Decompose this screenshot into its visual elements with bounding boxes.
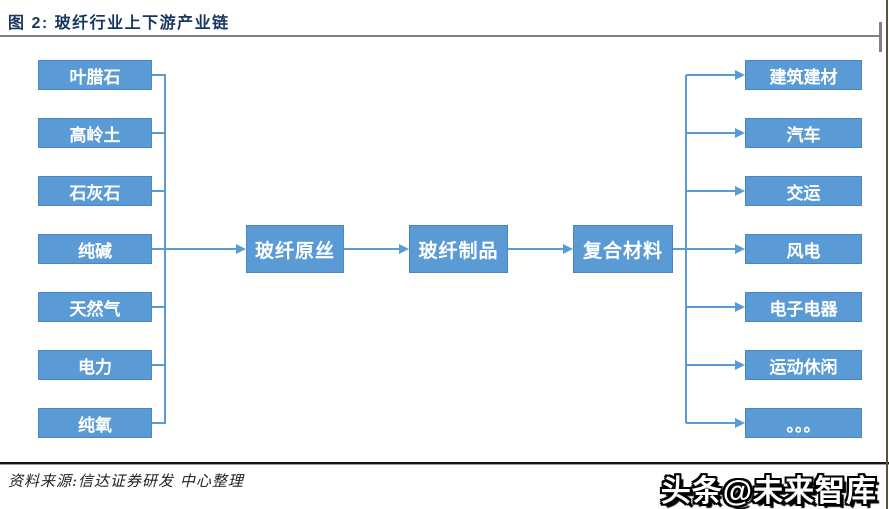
upstream-node: 石灰石 (38, 176, 152, 206)
upstream-node: 电力 (38, 350, 152, 380)
downstream-node: 风电 (745, 234, 862, 264)
upstream-node: 纯碱 (38, 234, 152, 264)
downstream-node: 电子电器 (745, 292, 862, 322)
downstream-node: 建筑建材 (745, 60, 862, 90)
downstream-node: 运动休闲 (745, 350, 862, 380)
chain-arrow-lines (165, 244, 687, 254)
downstream-node: 。。。 (745, 408, 862, 438)
arrowhead-icon (735, 186, 745, 196)
figure-title: 图 2: 玻纤行业上下游产业链 (8, 15, 230, 32)
arrowhead-icon (735, 70, 745, 80)
arrowhead-icon (735, 418, 745, 428)
upstream-node: 天然气 (38, 292, 152, 322)
chain-node: 玻纤原丝 (246, 225, 344, 273)
source-note: 资料来源:信达证券研发 中心整理 (8, 472, 244, 490)
upstream-node: 高岭土 (38, 118, 152, 148)
downstream-node: 汽车 (745, 118, 862, 148)
page-edge-line (886, 0, 888, 509)
arrowhead-icon (563, 244, 573, 254)
watermark: 头条@未来智库 (660, 475, 877, 508)
arrowhead-icon (735, 128, 745, 138)
downstream-node: 交运 (745, 176, 862, 206)
arrowhead-icon (236, 244, 246, 254)
upstream-node: 叶腊石 (38, 60, 152, 90)
arrowhead-icon (735, 302, 745, 312)
downstream-connector-lines (685, 70, 745, 428)
upstream-connector-lines (152, 74, 166, 424)
title-rule (0, 35, 882, 37)
arrowhead-icon (735, 360, 745, 370)
upstream-node: 纯氧 (38, 408, 152, 438)
chain-node: 玻纤制品 (409, 225, 508, 273)
arrowhead-icon (399, 244, 409, 254)
source-rule (0, 462, 889, 465)
title-rule-end-tick (879, 22, 882, 52)
chain-node: 复合材料 (573, 225, 673, 273)
arrowhead-icon (735, 244, 745, 254)
